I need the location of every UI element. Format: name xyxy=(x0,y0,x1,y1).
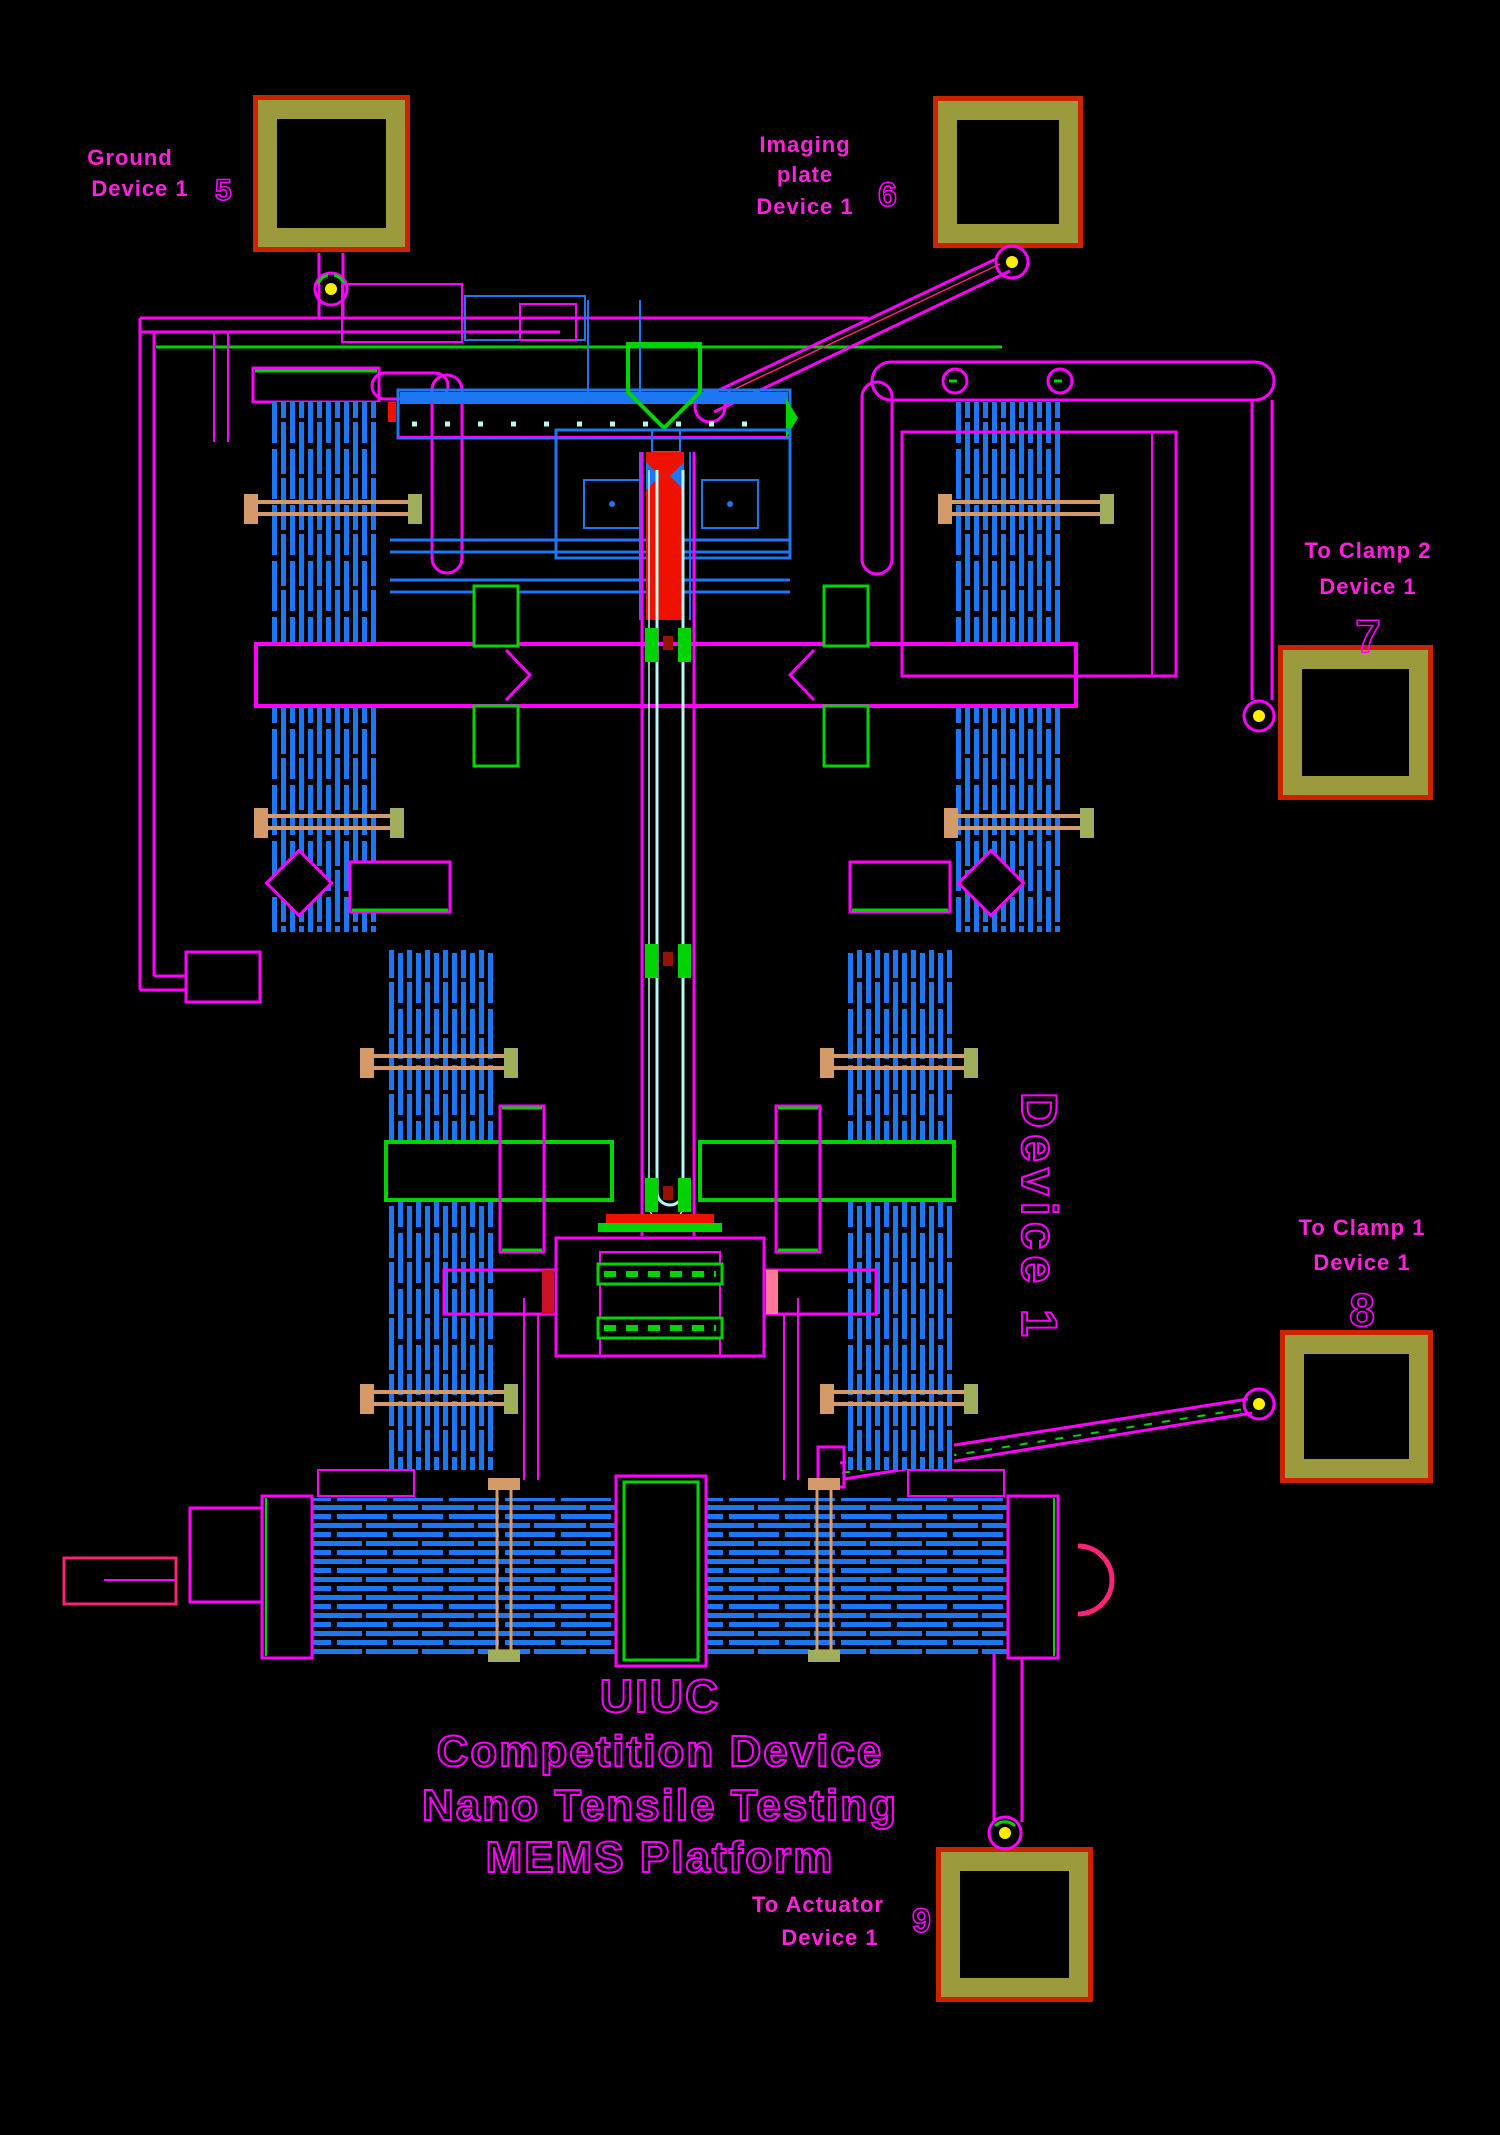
title-line2: Competition Device xyxy=(437,1727,884,1776)
label-imaging-line2: plate xyxy=(777,162,833,187)
title-line3: Nano Tensile Testing xyxy=(422,1781,898,1830)
label-imaging-num: 6 xyxy=(878,176,897,214)
title-line1: UIUC xyxy=(600,1670,720,1722)
clamp2-trace xyxy=(430,360,1276,700)
label-clamp1-line2: Device 1 xyxy=(1313,1250,1410,1275)
specimen-grip xyxy=(390,428,792,620)
label-ground: Ground Device 1 5 xyxy=(87,145,232,208)
right-frame-box xyxy=(900,430,1178,678)
mid-anchors xyxy=(264,848,1026,918)
label-clamp2: To Clamp 2 Device 1 7 xyxy=(1305,538,1432,663)
label-clamp1-num: 8 xyxy=(1349,1284,1375,1336)
label-actuator-line1: To Actuator xyxy=(752,1892,884,1917)
title-block: UIUC Competition Device Nano Tensile Tes… xyxy=(421,1669,898,1883)
ground-trace-frame xyxy=(138,253,1002,1004)
shuttle-joint xyxy=(645,1178,691,1212)
pad-clamp2 xyxy=(1278,645,1433,800)
label-imaging-line3: Device 1 xyxy=(756,194,853,219)
center-body xyxy=(442,1214,878,1480)
pad-ground xyxy=(253,95,410,252)
via-actuator xyxy=(987,1815,1023,1851)
label-actuator-line2: Device 1 xyxy=(781,1925,878,1950)
chevron-bank-mid-right xyxy=(820,950,978,1470)
chevron-bank-mid-left xyxy=(360,950,518,1470)
label-device-vertical: Device 1 xyxy=(1010,1091,1068,1344)
anchor-vias xyxy=(313,244,1276,1851)
label-clamp2-line2: Device 1 xyxy=(1319,574,1416,599)
via-imaging xyxy=(994,244,1030,280)
label-actuator: To Actuator Device 1 9 xyxy=(752,1892,932,1950)
label-actuator-num: 9 xyxy=(912,1902,931,1940)
shuttle-joint xyxy=(645,628,691,662)
shuttle-joint xyxy=(645,944,691,978)
via-clamp1 xyxy=(1242,1387,1276,1421)
pad-actuator xyxy=(936,1847,1093,2002)
pad-imaging-plate xyxy=(933,96,1083,248)
actuator-shuttle xyxy=(614,1474,708,1668)
via-ground xyxy=(313,271,349,307)
label-ground-line2: Device 1 xyxy=(91,176,188,201)
label-clamp1: To Clamp 1 Device 1 8 xyxy=(1299,1215,1426,1337)
label-ground-num: 5 xyxy=(215,174,232,207)
title-line4: MEMS Platform xyxy=(486,1833,835,1882)
perforated-beam-upper xyxy=(254,584,1078,768)
label-clamp1-line1: To Clamp 1 xyxy=(1299,1215,1426,1240)
label-ground-line1: Ground xyxy=(87,145,172,170)
label-imaging-line1: Imaging xyxy=(759,132,850,157)
device-name-vertical: Device 1 xyxy=(1011,1092,1067,1343)
label-clamp2-num: 7 xyxy=(1355,610,1381,662)
pad-clamp1 xyxy=(1280,1330,1433,1483)
label-imaging-plate: Imaging plate Device 1 6 xyxy=(756,132,897,219)
green-pointer xyxy=(626,342,702,431)
perforated-beam-mid xyxy=(384,1104,956,1254)
bottom-actuator xyxy=(62,1469,1115,1668)
via-clamp2 xyxy=(1242,699,1276,733)
label-clamp2-line1: To Clamp 2 xyxy=(1305,538,1432,563)
